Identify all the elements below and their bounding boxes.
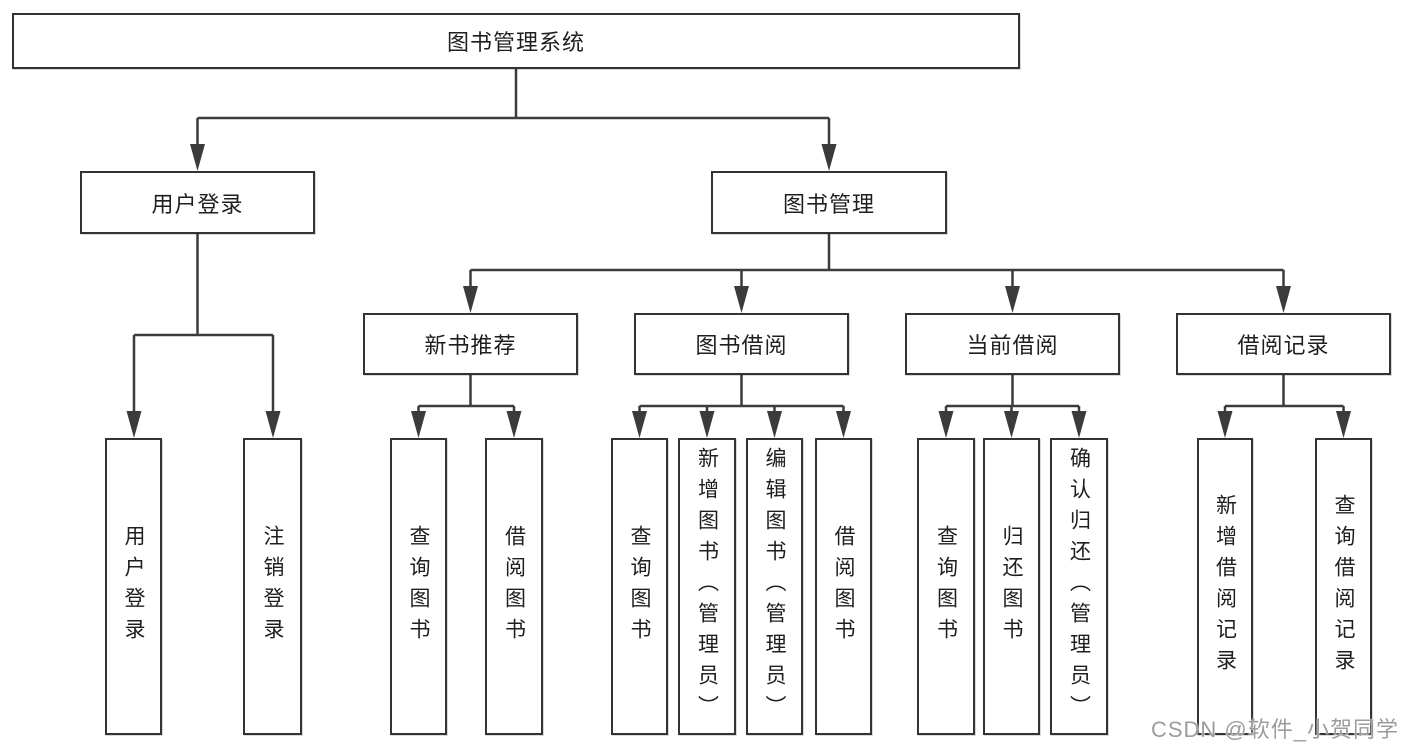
leaf-return-book: 归还图书 — [983, 438, 1040, 735]
new-book-recommend-node: 新书推荐 — [363, 313, 578, 375]
leaf-query-book-borrow: 查询图书 — [611, 438, 668, 735]
leaf-add-borrow-record: 新增借阅记录 — [1197, 438, 1253, 735]
borrow-record-node: 借阅记录 — [1176, 313, 1391, 375]
leaf-query-book-current: 查询图书 — [917, 438, 975, 735]
leaf-borrow-book: 借阅图书 — [815, 438, 872, 735]
leaf-logout: 注销登录 — [243, 438, 302, 735]
leaf-query-book-recommend: 查询图书 — [390, 438, 447, 735]
leaf-add-book-admin: 新增图书（管理员） — [678, 438, 736, 735]
leaf-edit-book-admin: 编辑图书（管理员） — [746, 438, 803, 735]
current-borrow-node: 当前借阅 — [905, 313, 1120, 375]
leaf-query-borrow-record: 查询借阅记录 — [1315, 438, 1372, 735]
system-root-node: 图书管理系统 — [12, 13, 1020, 69]
csdn-watermark: CSDN @软件_小贺同学 — [1150, 717, 1399, 742]
leaf-confirm-return-admin: 确认归还（管理员） — [1050, 438, 1108, 735]
user-login-node: 用户登录 — [80, 171, 315, 234]
leaf-borrow-book-recommend: 借阅图书 — [485, 438, 543, 735]
book-management-node: 图书管理 — [711, 171, 947, 234]
leaf-user-login: 用户登录 — [105, 438, 162, 735]
book-borrow-node: 图书借阅 — [634, 313, 849, 375]
